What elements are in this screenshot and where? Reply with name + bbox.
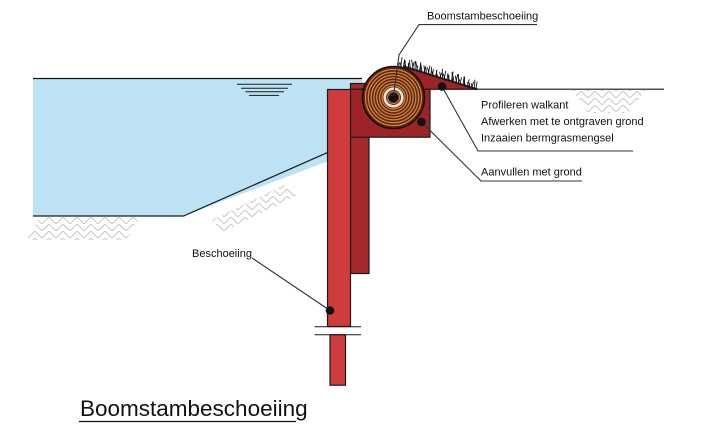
label-log: Boomstambeschoeiing: [427, 11, 538, 23]
label-bank-2: Afwerken met te ontgraven grond: [481, 116, 644, 128]
leader-log: [392, 24, 537, 97]
dot-sheet-pile: [325, 306, 335, 315]
soil-hatch-right: [572, 90, 646, 113]
dot-bank: [437, 82, 447, 91]
break-lines: [314, 326, 361, 336]
leader-fill: [421, 121, 582, 182]
log-cross-section-icon: [361, 65, 426, 130]
water-area: [33, 78, 362, 216]
leader-lines: [251, 24, 633, 311]
label-bank-3: Inzaaien bermgrasmengsel: [481, 133, 614, 145]
callout-dots: [325, 82, 447, 315]
dot-fill: [417, 117, 426, 127]
post-upper: [326, 88, 352, 328]
soil-hatch-slope: [212, 184, 297, 232]
soil-hatch-left: [26, 217, 140, 240]
leader-sheet-pile: [251, 257, 331, 311]
grass: [398, 57, 478, 91]
label-bank-1: Profileren walkant: [481, 100, 568, 112]
label-fill: Aanvullen met grond: [481, 167, 582, 179]
water-level-icon: [237, 83, 292, 96]
page-title: Boomstambeschoeiing: [80, 396, 308, 421]
post-lower: [329, 334, 347, 386]
water-outline: [33, 77, 362, 217]
leader-bank: [441, 86, 633, 152]
label-sheet-pile: Beschoeiing: [192, 248, 252, 260]
